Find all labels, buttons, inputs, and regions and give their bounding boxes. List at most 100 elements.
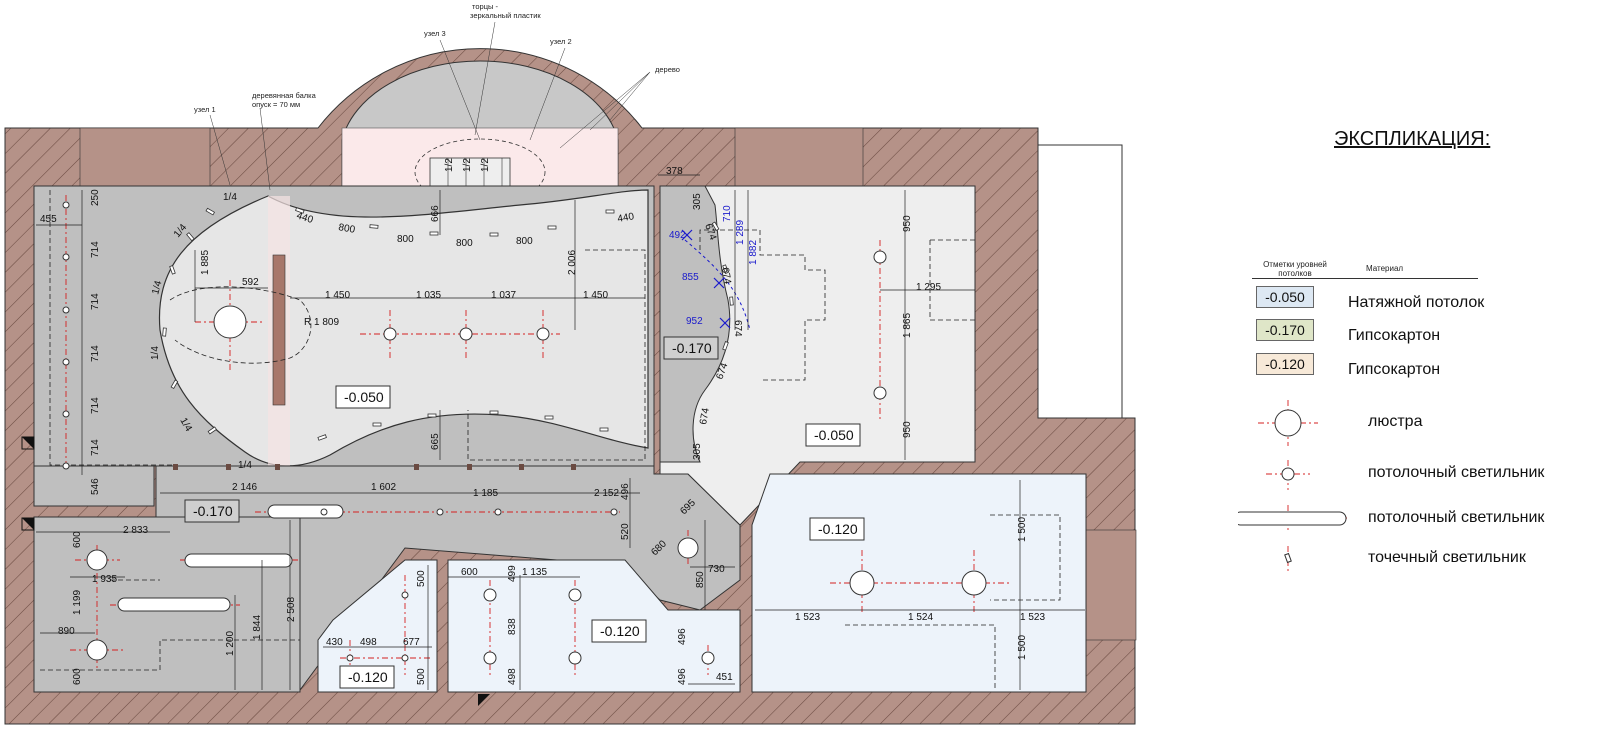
dim-710: 710 [722,205,733,222]
dim-250: 250 [90,189,101,206]
level-center-strip: -0.170 [672,340,712,356]
note-drop: опуск = 70 мм [252,100,300,109]
dim-2006: 2 006 [567,250,578,275]
light-fixtures [62,201,987,665]
dim-455: 455 [40,214,57,225]
dim-1450-a: 1 450 [325,290,350,301]
dim-1865: 1 865 [902,313,913,338]
linear-ceiling-light-icon [1238,511,1347,526]
dim-1500-b: 1 500 [1017,635,1028,660]
dimension-texts: 250 455 714 714 714 714 714 546 1 885 59… [40,166,1045,685]
spot-light-icon [1284,552,1292,564]
legend-symbol-ceiling-light: потолочный светильник [1368,464,1545,481]
legend-material-1: Натяжной потолок [1348,294,1485,311]
legend-symbols [1238,400,1348,574]
dim-500-a: 500 [416,570,427,587]
legend-material-3: Гипсокартон [1348,361,1441,378]
legend-level-swatch-1: -0.050 [1256,286,1314,308]
dim-305-b: 305 [692,443,703,460]
note-node-3: узел 3 [424,29,446,38]
dim-714-c: 714 [90,345,101,362]
note-mirror-1: торцы - [472,2,498,11]
quarter-3: 1/4 [150,279,164,296]
level-mid-room: -0.120 [600,623,640,639]
dim-1602: 1 602 [371,482,396,493]
dim-496-a: 496 [620,483,631,500]
ceiling-light-icon [1281,467,1295,481]
blue-markers [681,229,731,329]
note-beam: деревянная балка [252,91,317,100]
legend-level-swatch-2: -0.170 [1256,319,1314,341]
dim-305-a: 305 [692,193,703,210]
note-wood: дерево [655,65,680,74]
legend-col-levels: Отметки уровней потолков [1263,260,1327,278]
leader-lines [209,21,651,191]
dim-950-b: 950 [902,421,913,438]
level-main-hall: -0.050 [344,389,384,405]
dim-1523-a: 1 523 [795,612,820,623]
dim-600-c: 600 [461,567,478,578]
note-node-2: узел 2 [550,37,572,46]
dim-838: 838 [507,618,518,635]
dim-378: 378 [666,166,683,177]
dim-730: 730 [708,564,725,575]
dim-800-c: 800 [456,238,473,249]
level-small-room: -0.120 [348,669,388,685]
dim-492: 492 [669,230,686,241]
dim-1524: 1 524 [908,612,933,623]
legend-symbol-linear-light: потолочный светильник [1368,509,1545,526]
dim-592: 592 [242,277,259,288]
dim-600-a: 600 [72,531,83,548]
legend-col-material: Материал [1366,264,1404,273]
legend-material-2: Гипсокартон [1348,327,1441,344]
dim-714-d: 714 [90,397,101,414]
note-mirror-2: зеркальный пластик [470,11,541,20]
dim-496-c: 496 [677,668,688,685]
dim-430: 430 [326,637,343,648]
dim-496-b: 496 [677,628,688,645]
note-node-1: узел 1 [194,105,216,114]
dim-half-3: 1/2 [480,158,491,172]
dim-1935: 1 935 [92,574,117,585]
chandelier-icon [1274,409,1302,437]
dim-2152: 2 152 [594,488,619,499]
dim-451: 451 [716,672,733,683]
dim-800-a: 800 [337,222,356,236]
dim-800-b: 800 [397,234,414,245]
dim-855: 855 [682,272,699,283]
level-east-room: -0.120 [818,521,858,537]
dim-half-2: 1/2 [462,158,473,172]
dim-677: 677 [403,637,420,648]
dim-1450-b: 1 450 [583,290,608,301]
legend-divider [1252,278,1478,279]
dim-1185: 1 185 [473,488,498,499]
dim-714-b: 714 [90,293,101,310]
dim-1200: 1 200 [225,631,236,656]
column-markers [173,464,576,470]
dim-2833: 2 833 [123,525,148,536]
dim-half-1: 1/2 [444,158,455,172]
dim-1199: 1 199 [72,590,83,615]
dimension-lines [36,174,1085,690]
dim-498-b: 498 [507,668,518,685]
quarter-6: 1/4 [238,460,252,471]
dim-674-b: 674 [719,267,733,286]
explication-legend: ЭКСПЛИКАЦИЯ: Отметки уровней потолков Ма… [1238,120,1588,590]
dim-665: 665 [430,433,441,450]
dim-1295: 1 295 [916,282,941,293]
dashed-contours [40,190,1061,690]
dim-674-c: 674 [732,320,743,337]
dim-520: 520 [620,523,631,540]
dim-500-b: 500 [416,668,427,685]
quarter-1: 1/4 [223,192,237,203]
dim-666: 666 [430,205,441,222]
dim-1523-b: 1 523 [1020,612,1045,623]
dim-1037: 1 037 [491,290,516,301]
dim-1135: 1 135 [522,567,547,578]
dim-850: 850 [695,571,706,588]
section-markers [21,436,490,706]
dim-499: 499 [507,565,518,582]
dim-952: 952 [686,316,703,327]
dim-714-e: 714 [90,439,101,456]
